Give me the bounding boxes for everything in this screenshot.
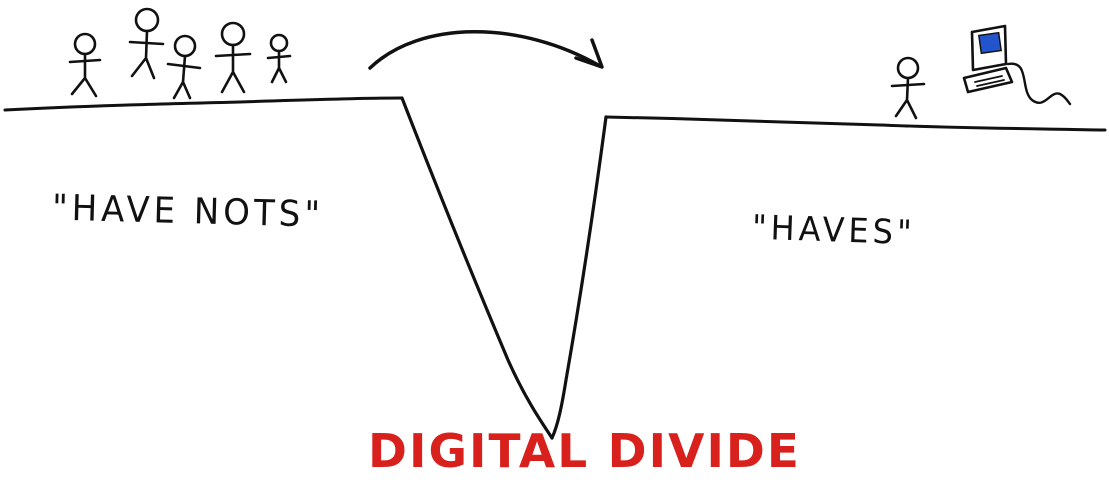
stick-figure-icon: [214, 21, 252, 94]
divide-chasm-left-wall: [400, 96, 554, 440]
haves-label: "HAVES": [751, 207, 917, 253]
laptop-computer-icon: [962, 24, 1072, 106]
curved-arrow-icon: [368, 30, 604, 70]
stick-figure-icon: [266, 33, 292, 84]
stick-figure-icon: [166, 34, 202, 100]
divide-chasm-right-wall: [550, 115, 608, 440]
left-ground-line: [3, 96, 404, 112]
stick-figure-icon: [68, 32, 102, 98]
have-nots-label: "HAVE NOTS": [51, 187, 325, 237]
have-nots-crowd: [68, 7, 292, 100]
stick-figure-icon: [890, 56, 926, 120]
digital-divide-title: DIGITAL DIVIDE: [368, 424, 802, 478]
right-ground-line: [604, 115, 1107, 132]
stick-figure-icon: [128, 7, 165, 80]
